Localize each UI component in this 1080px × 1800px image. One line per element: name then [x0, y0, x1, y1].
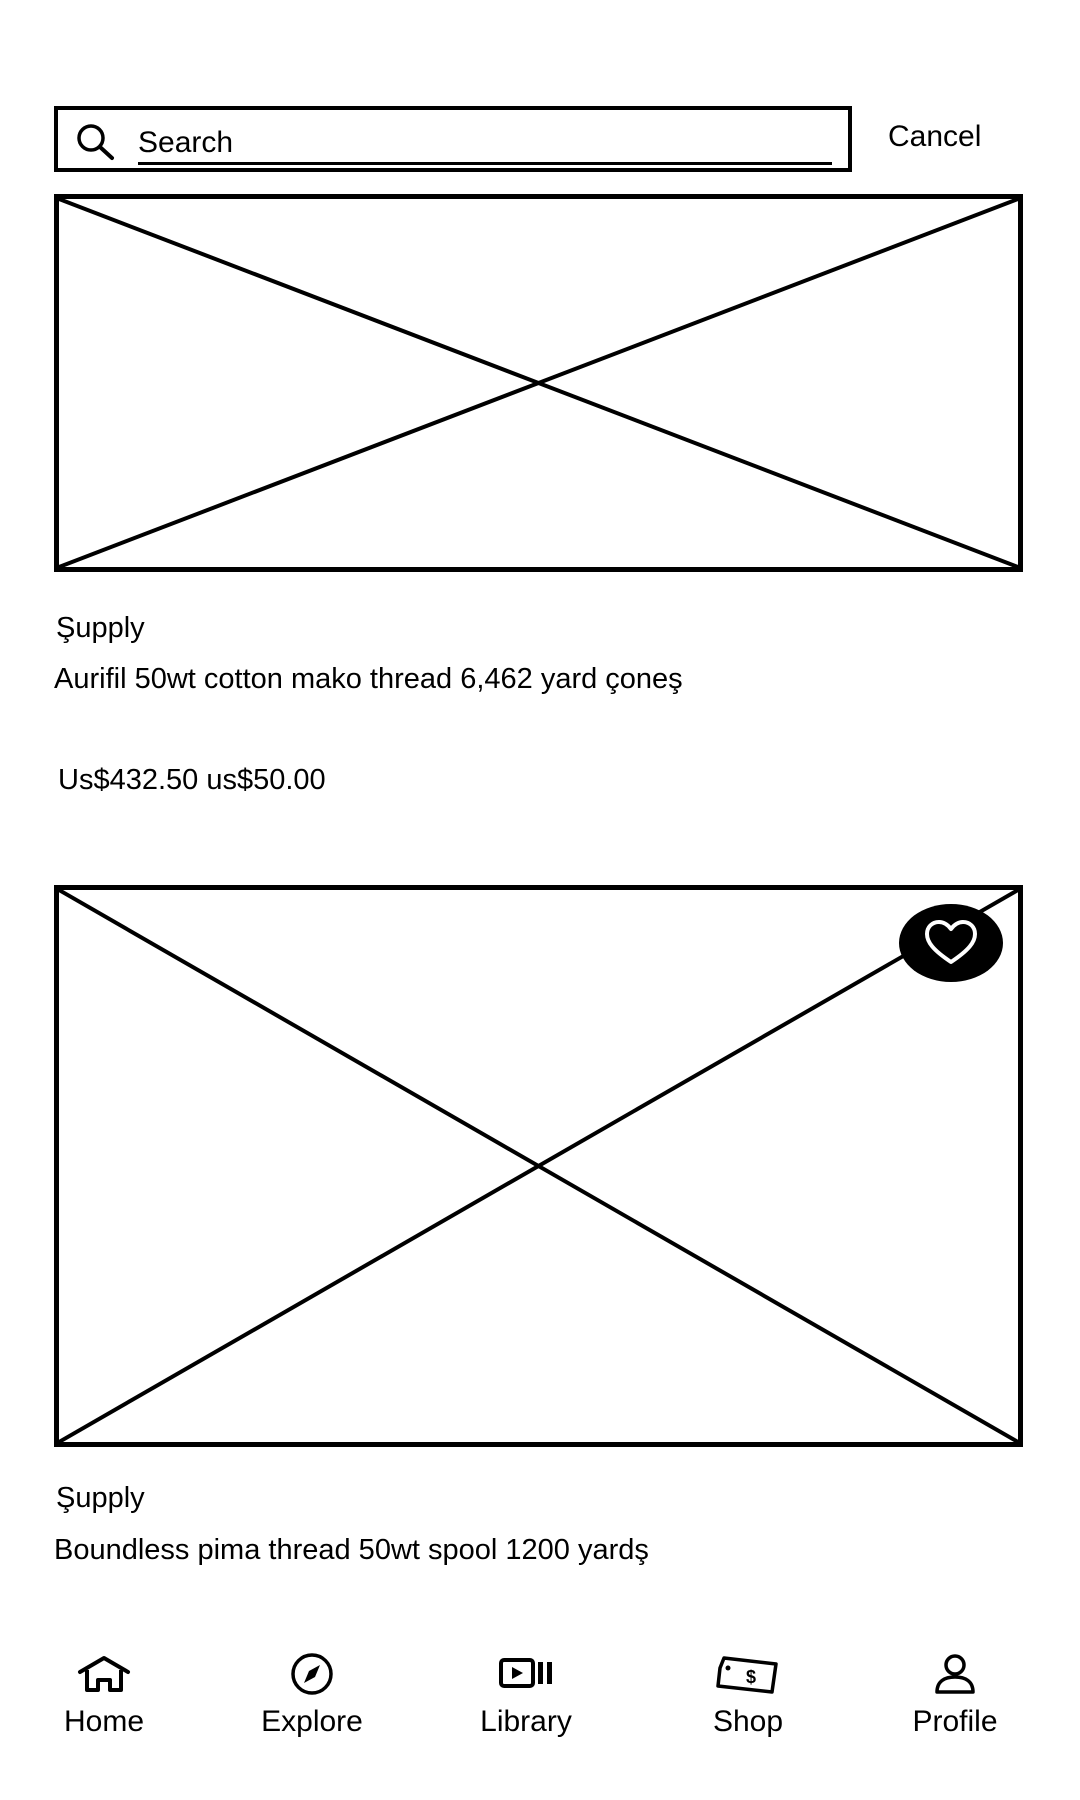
- favorite-button[interactable]: [899, 904, 1003, 982]
- search-underline: [138, 162, 832, 165]
- product-image-placeholder[interactable]: [54, 194, 1023, 572]
- search-bar: [54, 106, 852, 172]
- person-icon: [935, 1654, 975, 1694]
- search-input[interactable]: [138, 124, 738, 162]
- nav-item-home[interactable]: Home: [44, 1640, 164, 1760]
- heart-icon: [925, 920, 977, 964]
- nav-label: Explore: [261, 1705, 363, 1738]
- nav-item-shop[interactable]: $ Shop: [690, 1640, 806, 1760]
- nav-item-profile[interactable]: Profile: [894, 1640, 1016, 1760]
- product-seller: Şupply: [56, 1482, 145, 1514]
- price-tag-icon: $: [716, 1656, 778, 1694]
- nav-item-library[interactable]: Library: [466, 1640, 586, 1760]
- product-title[interactable]: Aurifil 50wt cotton mako thread 6,462 ya…: [54, 663, 683, 695]
- nav-item-explore[interactable]: Explore: [250, 1640, 374, 1760]
- product-price: Us$432.50 us$50.00: [58, 764, 326, 796]
- home-icon: [78, 1656, 130, 1692]
- nav-label: Profile: [912, 1705, 998, 1738]
- search-icon: [77, 124, 114, 160]
- nav-label: Shop: [712, 1705, 784, 1738]
- cancel-button[interactable]: Cancel: [888, 120, 982, 153]
- product-seller: Şupply: [56, 612, 145, 644]
- nav-label: Library: [480, 1705, 572, 1738]
- compass-icon: [291, 1653, 333, 1695]
- svg-text:$: $: [746, 1667, 756, 1687]
- video-library-icon: [499, 1658, 552, 1688]
- nav-label: Home: [63, 1705, 145, 1738]
- product-image-placeholder[interactable]: [54, 885, 1023, 1447]
- product-title[interactable]: Boundless pima thread 50wt spool 1200 ya…: [54, 1534, 649, 1566]
